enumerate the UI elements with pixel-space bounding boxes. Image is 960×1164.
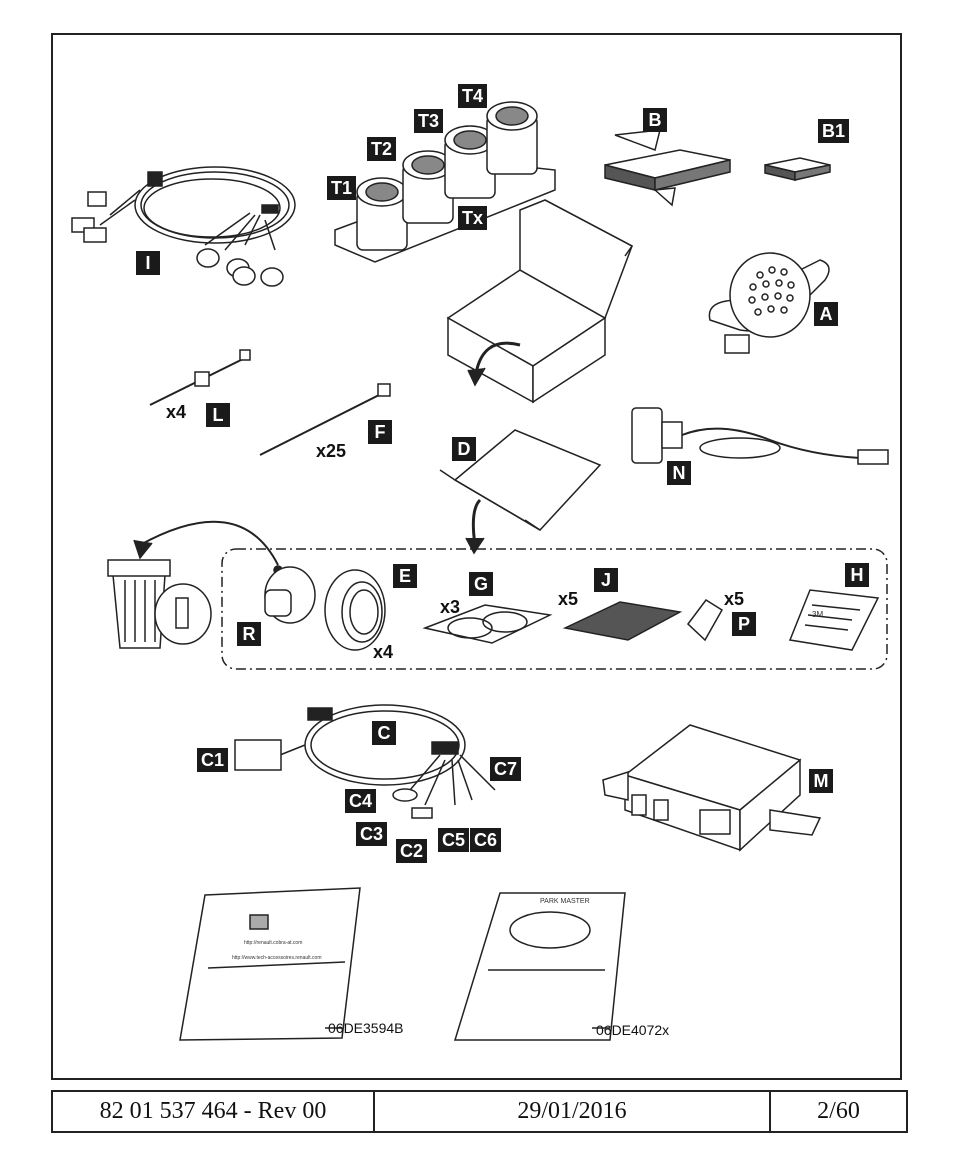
doc2-title: PARK MASTER (540, 898, 590, 905)
label-J: J (594, 568, 618, 592)
qty-P: x5 (724, 589, 745, 609)
box (446, 199, 634, 404)
washers-G (422, 604, 553, 644)
document-1 (179, 887, 361, 1041)
sensors-T (334, 101, 556, 263)
clip-P (686, 598, 724, 642)
label-C4: C4 (345, 789, 377, 813)
wipe-H (788, 589, 880, 651)
footer-table: 82 01 537 464 - Rev 00 29/01/2016 2/60 (51, 1090, 908, 1133)
adhesive-pads-B (604, 129, 831, 207)
spacer-R (264, 565, 316, 624)
label-D: D (452, 437, 476, 461)
label-B1: B1 (818, 119, 850, 143)
label-B: B (643, 108, 667, 132)
buzzer-A (708, 252, 830, 354)
doc1-url2: http://www.tech-accessoires.renault.com (232, 955, 322, 961)
pads-J (562, 601, 683, 641)
diagram-frame (51, 33, 902, 1080)
qty-J: x5 (558, 589, 579, 609)
label-Tx: Tx (458, 206, 488, 230)
label-E: E (393, 564, 417, 588)
qty-L: x4 (166, 402, 187, 422)
doc1-reference: 06DE3594B (328, 1020, 404, 1036)
qty-E: x4 (373, 642, 394, 662)
label-F: F (368, 420, 392, 444)
cable-ties (149, 349, 391, 456)
doc2-reference: 06DE4072x (596, 1022, 670, 1038)
qty-F: x25 (316, 441, 347, 461)
control-unit-M (602, 724, 822, 852)
bin (107, 520, 279, 649)
switch-N (631, 407, 889, 465)
label-T4: T4 (458, 84, 488, 108)
document-2 (453, 892, 626, 1041)
mount-ring-E (324, 569, 386, 651)
spare-parts-group (221, 548, 888, 670)
label-A: A (814, 302, 838, 326)
label-P: P (732, 612, 756, 636)
label-C1: C1 (197, 748, 229, 772)
label-T2: T2 (367, 137, 397, 161)
footer-part-number: 82 01 537 464 - Rev 00 (53, 1092, 375, 1131)
doc1-url1: http://renault.cobra-at.com (244, 940, 303, 946)
label-I: I (136, 251, 160, 275)
harness-C (234, 704, 496, 819)
label-M: M (809, 769, 833, 793)
qty-G: x3 (440, 597, 461, 617)
label-C3: C3 (356, 822, 388, 846)
label-T3: T3 (414, 109, 444, 133)
label-C: C (372, 721, 396, 745)
label-G: G (469, 572, 493, 596)
label-C6: C6 (470, 828, 502, 852)
label-C5: C5 (438, 828, 470, 852)
footer-date: 29/01/2016 (375, 1092, 771, 1131)
bag-H-text: 3M (812, 610, 824, 619)
label-C7: C7 (490, 757, 522, 781)
label-R: R (237, 622, 261, 646)
sensor-harness-I (71, 166, 296, 287)
label-C2: C2 (396, 839, 428, 863)
label-N: N (667, 461, 691, 485)
label-L: L (206, 403, 230, 427)
label-T1: T1 (327, 176, 357, 200)
bag-D (439, 429, 602, 555)
label-H: H (845, 563, 869, 587)
footer-page: 2/60 (817, 1098, 860, 1124)
